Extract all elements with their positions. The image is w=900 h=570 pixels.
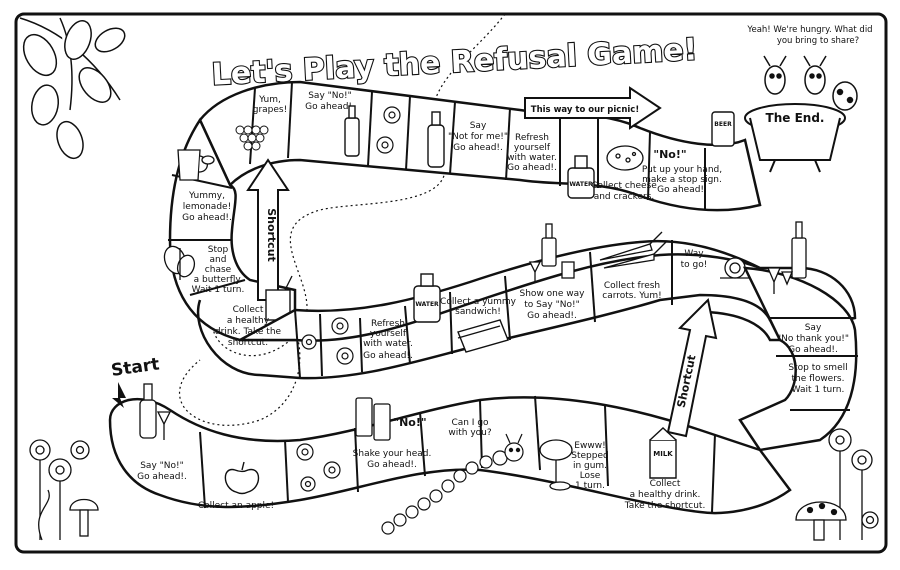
sandwich-icon <box>457 319 509 353</box>
svg-text:Collect an apple!: Collect an apple! <box>198 501 274 511</box>
flower-icon <box>376 106 401 154</box>
path-row-1 <box>198 80 762 212</box>
svg-text:This way to our picnic!: This way to our picnic! <box>531 105 639 115</box>
svg-text:Yummy,lemonade!Go ahead!.: Yummy,lemonade!Go ahead!. <box>182 191 232 223</box>
flower-icon <box>296 443 341 492</box>
bottle-icon <box>344 105 360 157</box>
path-row-3 <box>108 395 792 515</box>
path-row-2 <box>196 239 857 380</box>
snail-icon <box>720 257 752 279</box>
soda-bottle-icon <box>427 111 445 168</box>
svg-text:Shortcut: Shortcut <box>265 208 278 262</box>
svg-text:Say "No!"Go ahead!.: Say "No!"Go ahead!. <box>137 461 187 482</box>
svg-text:Shake your head.Go ahead!.: Shake your head.Go ahead!. <box>353 449 432 470</box>
square-start-say-no[interactable]: Say "No!"Go ahead!. <box>137 383 187 482</box>
butterfly-icon <box>163 245 196 280</box>
liquor-bottles-icon <box>528 223 575 282</box>
square-shake-head[interactable]: "No!" Shake your head.Go ahead!. <box>353 397 432 470</box>
gum-icon <box>539 439 573 491</box>
mushroom-icon <box>795 501 847 541</box>
snail-icon <box>861 511 879 529</box>
svg-text:"No!": "No!" <box>393 416 426 429</box>
square-apple[interactable]: Collect an apple! <box>198 461 274 511</box>
svg-text:WATER: WATER <box>569 181 593 188</box>
mushroom-icon <box>69 498 99 537</box>
cans-icon <box>355 397 391 441</box>
bug-characters <box>763 55 858 111</box>
leaves-decoration <box>19 17 126 160</box>
milk-carton-icon: MILK <box>649 413 685 479</box>
end-picnic-table <box>744 103 846 173</box>
grapes-icon <box>235 125 269 151</box>
svg-text:"No!": "No!" <box>653 148 686 161</box>
water-bottle-icon: WATER <box>413 273 441 323</box>
flower-icon <box>301 317 354 365</box>
picnic-sign: This way to our picnic! <box>524 86 662 130</box>
square-flowers-2 <box>301 317 354 365</box>
svg-text:Say "No!"Go ahead!.: Say "No!"Go ahead!. <box>305 91 355 112</box>
square-lemonade[interactable]: Yummy,lemonade!Go ahead!. <box>177 149 232 223</box>
square-yum-grapes[interactable]: Yum,grapes! <box>235 95 287 151</box>
water-bottle-icon: WATER <box>567 155 595 199</box>
flowers-bottom-right <box>828 428 873 540</box>
lemonade-pitcher-icon <box>177 149 215 181</box>
apple-icon <box>224 461 260 495</box>
square-say-no-1[interactable]: Say "No!"Go ahead!. <box>305 91 360 157</box>
square-flowers-3 <box>296 443 341 492</box>
svg-text:Say"Not for me!"Go ahead!.: Say"Not for me!"Go ahead!. <box>448 121 508 153</box>
svg-text:WATER: WATER <box>415 301 439 308</box>
svg-text:MILK: MILK <box>653 450 673 458</box>
caterpillar-icon <box>381 433 524 535</box>
shortcut-arrow-left: Shortcut <box>246 158 290 301</box>
square-flowers-1 <box>376 106 401 154</box>
square-stop-sign[interactable]: "No!" Put up your hand,make a stop sign.… <box>642 111 735 195</box>
square-no-thank-you[interactable]: Say"No thank you!"Go ahead!. <box>767 221 849 355</box>
carrots-icon <box>599 231 667 269</box>
svg-text:Put up your hand,make a stop s: Put up your hand,make a stop sign.Go ahe… <box>642 165 722 195</box>
svg-text:BEER: BEER <box>714 121 732 128</box>
juice-can-icon: BEER <box>711 111 735 147</box>
wine-glasses-icon <box>767 221 807 294</box>
svg-text:Say"No thank you!"Go ahead!.: Say"No thank you!"Go ahead!. <box>777 323 849 355</box>
flowers-bottom-left <box>29 439 90 541</box>
svg-text:Yum,grapes!: Yum,grapes! <box>253 95 287 115</box>
cheese-crackers-icon <box>606 145 644 171</box>
start-arrow-icon <box>112 382 126 408</box>
end-label: The End. <box>766 111 825 125</box>
juice-box-icon <box>265 275 293 321</box>
square-not-for-me[interactable]: Say"Not for me!"Go ahead!. <box>427 111 508 168</box>
path-right-column <box>738 266 858 452</box>
champagne-bottle-icon <box>139 383 172 440</box>
